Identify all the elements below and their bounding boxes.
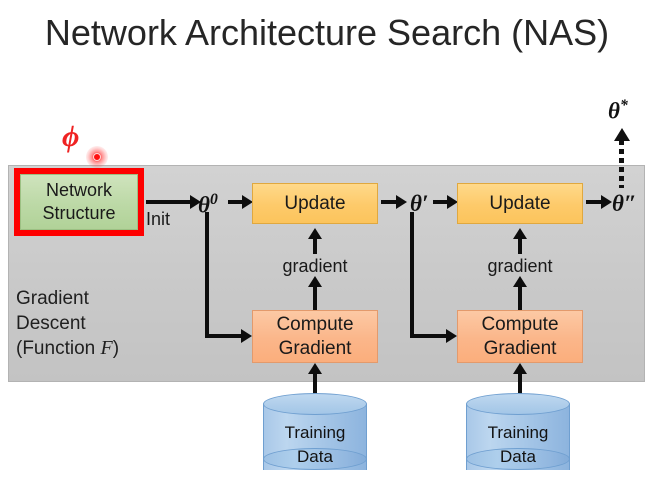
theta-star-label: θ*: [608, 98, 628, 123]
network-structure-line2: Structure: [42, 203, 116, 223]
update2-to-theta2-line: [586, 200, 606, 204]
cylinder-bottom-ellipse-1: [263, 448, 367, 470]
training-data-line1-1: Training: [284, 423, 346, 442]
data2-to-cg2-head: [513, 363, 527, 374]
update-label-2: Update: [489, 192, 551, 214]
gradient-arrow-2-upper-line: [518, 239, 522, 254]
compute-gradient-box-1[interactable]: Compute Gradient: [252, 310, 378, 363]
theta1-to-update2-head: [447, 195, 458, 209]
update-label-1: Update: [284, 192, 346, 214]
gradient-descent-label: Gradient Descent (Function F): [16, 286, 186, 361]
network-structure-line1: Network: [45, 180, 112, 200]
compute-gradient-line2-1: Gradient: [278, 337, 352, 359]
theta0-branch-vertical: [205, 212, 209, 338]
theta0-to-update1-line: [228, 200, 246, 204]
data2-to-cg2-line: [518, 372, 522, 410]
function-symbol: F: [100, 337, 113, 359]
compute-gradient-box-2[interactable]: Compute Gradient: [457, 310, 583, 363]
theta-double-prime-label: θ″: [612, 191, 637, 216]
theta-0-glyph: θ: [198, 192, 210, 218]
theta0-to-update1-head: [242, 195, 253, 209]
gradient-arrow-1-lower-head: [308, 276, 322, 287]
training-data-cylinder-2[interactable]: Training Data: [466, 393, 570, 481]
network-structure-box[interactable]: Network Structure: [20, 174, 138, 230]
training-data-line1-2: Training: [487, 423, 549, 442]
theta1-branch-head: [446, 329, 457, 343]
theta1-branch-vertical: [410, 212, 414, 338]
init-label: Init: [146, 209, 171, 229]
theta0-branch-horizontal: [205, 334, 245, 338]
cylinder-bottom-ellipse-2: [466, 448, 570, 470]
gradient-descent-line2: Descent: [16, 313, 86, 334]
theta-0-label: θ0: [198, 192, 218, 217]
update-box-1[interactable]: Update: [252, 183, 378, 224]
theta0-branch-head: [241, 329, 252, 343]
gradient-arrow-1-upper-line: [313, 239, 317, 254]
gradient-label-2: gradient: [487, 256, 553, 276]
compute-gradient-line1-2: Compute: [481, 313, 559, 335]
training-data-text-1: Training Data: [263, 421, 367, 469]
training-data-cylinder-1[interactable]: Training Data: [263, 393, 367, 481]
gradient-arrow-2-lower-line: [518, 285, 522, 310]
cylinder-top-ellipse-2: [466, 393, 570, 415]
gradient-label-1: gradient: [282, 256, 348, 276]
gradient-arrow-1-lower-line: [313, 285, 317, 310]
cylinder-top-ellipse-1: [263, 393, 367, 415]
laser-pointer-dot-icon: [93, 153, 101, 161]
theta-prime-label: θ′: [410, 191, 429, 216]
update1-to-theta1-line: [381, 200, 401, 204]
training-data-line2-2: Data: [500, 447, 536, 466]
training-data-line2-1: Data: [297, 447, 333, 466]
gradient-arrow-2-lower-head: [513, 276, 527, 287]
update2-to-theta2-head: [601, 195, 612, 209]
init-arrow-line: [146, 200, 194, 204]
theta1-to-update2-line: [433, 200, 451, 204]
phi-symbol: ϕ: [62, 120, 80, 153]
gradient-arrow-1-upper-head: [308, 228, 322, 239]
init-arrow-head: [190, 195, 201, 209]
gradient-arrow-2-upper-head: [513, 228, 527, 239]
training-data-text-2: Training Data: [466, 421, 570, 469]
theta-0-superscript: 0: [209, 191, 218, 208]
data1-to-cg1-head: [308, 363, 322, 374]
update1-to-theta1-head: [396, 195, 407, 209]
theta-star-glyph: θ: [608, 98, 620, 124]
theta-star-dotted-line: [619, 140, 624, 188]
function-paren-close: ): [112, 338, 120, 359]
gradient-descent-line3: (Function F): [16, 336, 186, 361]
data1-to-cg1-line: [313, 372, 317, 410]
compute-gradient-line2-2: Gradient: [483, 337, 557, 359]
theta-star-arrow-head: [614, 128, 630, 141]
compute-gradient-line1-1: Compute: [276, 313, 354, 335]
gradient-descent-line1: Gradient: [16, 288, 89, 309]
function-text: (Function: [16, 338, 101, 359]
theta1-branch-horizontal: [410, 334, 450, 338]
page-title: Network Architecture Search (NAS): [44, 12, 610, 53]
theta-star-superscript: *: [619, 97, 628, 114]
update-box-2[interactable]: Update: [457, 183, 583, 224]
